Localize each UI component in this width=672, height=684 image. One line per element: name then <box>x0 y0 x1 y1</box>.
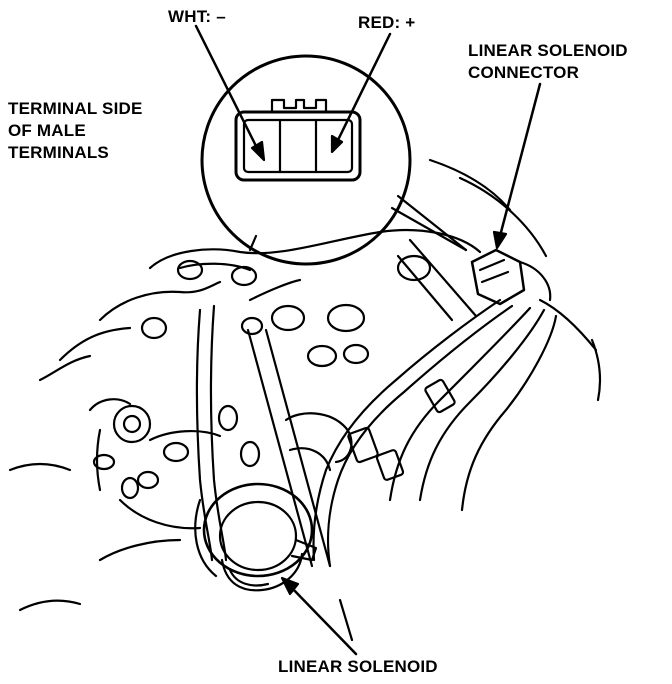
white-terminal-label: WHT: – <box>168 7 226 26</box>
terminal-side-label-line3: TERMINALS <box>8 143 109 162</box>
red-terminal-label: RED: + <box>358 13 416 32</box>
connector-leader-arrow <box>492 82 542 250</box>
connector-magnifier-callout <box>200 54 468 266</box>
terminal-side-label-line1: TERMINAL SIDE <box>8 99 143 118</box>
engine-block-drawing <box>8 158 602 642</box>
connector-label-line2: CONNECTOR <box>468 63 580 82</box>
connector-label-line1: LINEAR SOLENOID <box>468 41 628 60</box>
connector-face-icon <box>234 98 362 182</box>
linear-solenoid-label: LINEAR SOLENOID <box>278 657 438 676</box>
terminal-arrows <box>194 24 392 162</box>
terminal-side-label-line2: OF MALE <box>8 121 86 140</box>
